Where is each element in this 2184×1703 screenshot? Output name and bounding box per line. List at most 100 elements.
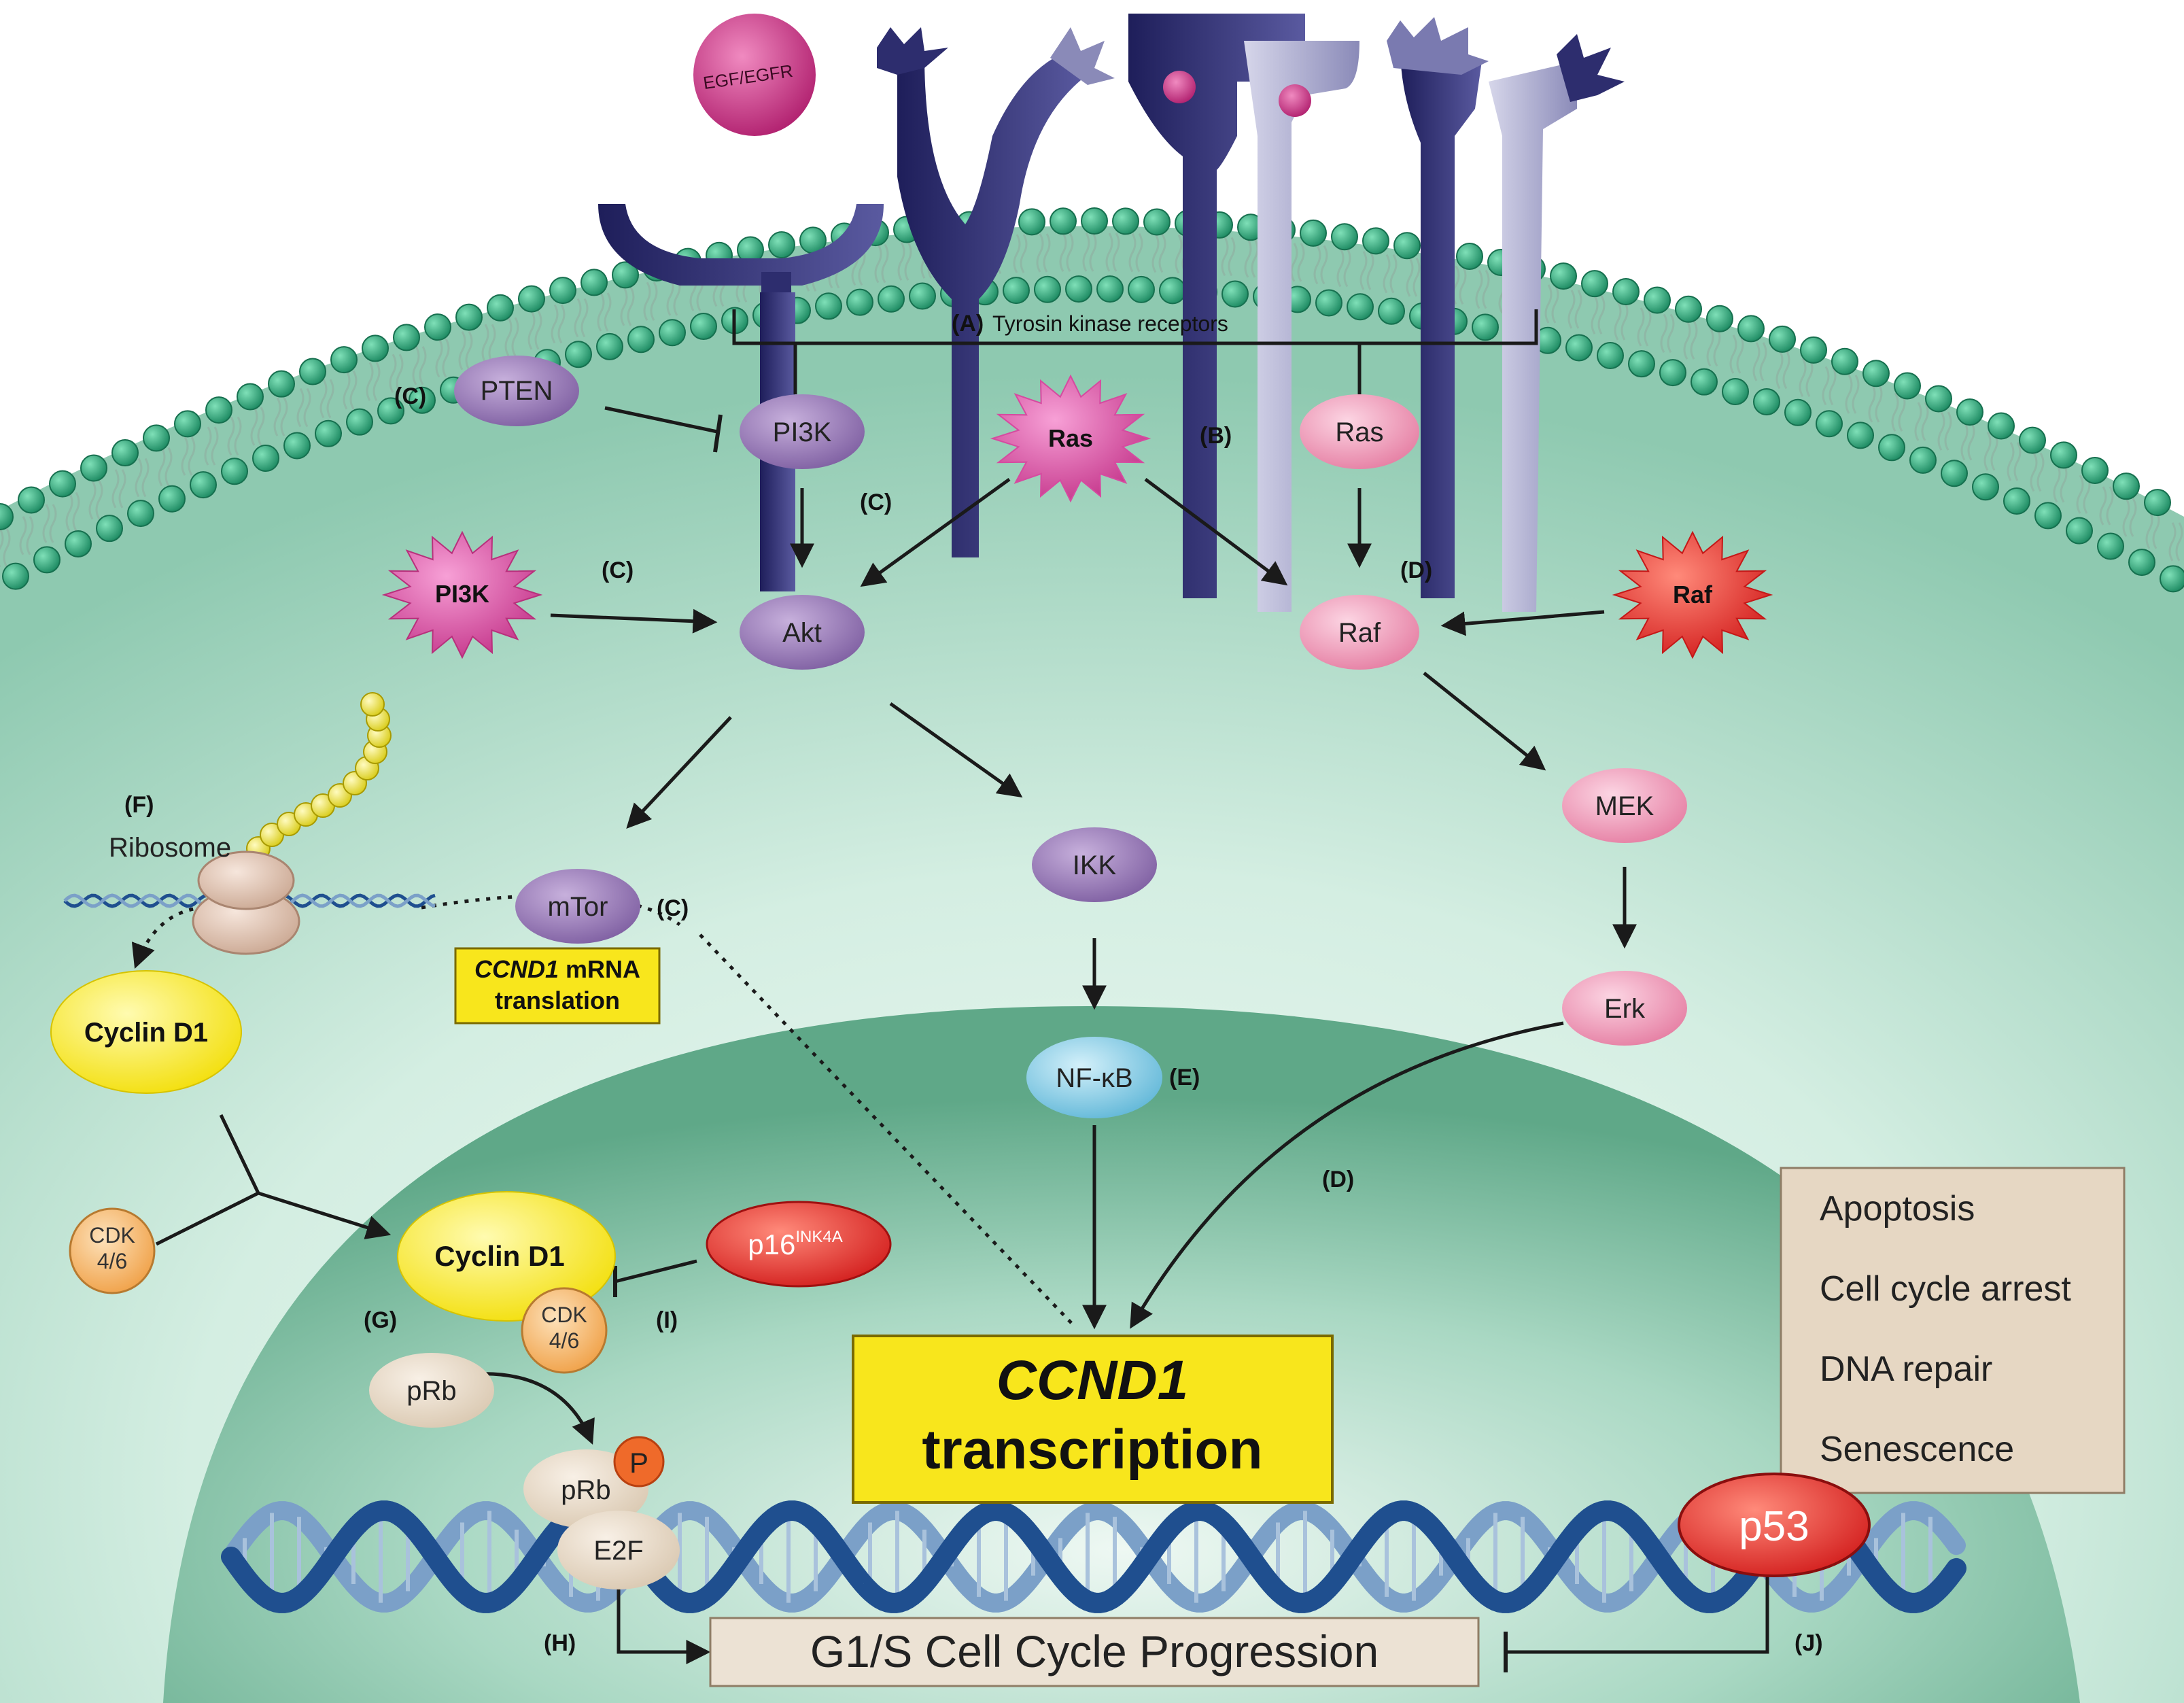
node-pi3k-activated: PI3K bbox=[381, 530, 543, 659]
svg-text:PTEN: PTEN bbox=[481, 376, 553, 406]
node-cdk-bound: CDK 4/6 bbox=[521, 1287, 608, 1374]
p16-inhibits-cyclin bbox=[614, 1259, 697, 1284]
node-e2f: E2F bbox=[557, 1511, 680, 1589]
node-raf: Raf bbox=[1300, 595, 1419, 670]
ribosome-to-mrna-link bbox=[421, 893, 681, 927]
label-a: (A) bbox=[952, 311, 984, 337]
label-c-pi3k: (C) bbox=[602, 557, 634, 583]
lipid-bilayer-membrane bbox=[0, 207, 2184, 593]
svg-text:P: P bbox=[629, 1447, 648, 1479]
ras-to-akt bbox=[860, 477, 1011, 587]
label-h: (H) bbox=[544, 1630, 576, 1656]
svg-text:Akt: Akt bbox=[782, 618, 822, 648]
svg-text:mTor: mTor bbox=[548, 892, 608, 922]
pathway-arrows bbox=[131, 406, 1769, 1672]
node-mek: MEK bbox=[1562, 768, 1687, 843]
svg-text:Ras: Ras bbox=[1335, 417, 1383, 447]
ligand-ball-1 bbox=[1163, 71, 1196, 103]
ras-to-raf bbox=[1144, 477, 1288, 586]
akt-to-ikk bbox=[889, 702, 1023, 798]
ribosome bbox=[63, 692, 436, 955]
svg-text:4/6: 4/6 bbox=[549, 1328, 579, 1353]
box-ccnd1-mrna-translation: CCND1 mRNA translation bbox=[454, 947, 661, 1025]
mrna-italic: CCND1 bbox=[474, 955, 559, 983]
label-g: (G) bbox=[364, 1307, 397, 1333]
raf-star-to-raf bbox=[1440, 610, 1605, 636]
node-nfkb: NF-κB bbox=[1026, 1037, 1162, 1118]
node-cyclin-d1-cytoplasm: Cyclin D1 bbox=[50, 970, 242, 1094]
p16-sup: INK4A bbox=[795, 1228, 842, 1246]
svg-text:pRb: pRb bbox=[561, 1475, 610, 1505]
p16-main: p16 bbox=[748, 1228, 795, 1260]
box-ccnd1-transcription: CCND1 transcription bbox=[852, 1335, 1334, 1504]
svg-text:PI3K: PI3K bbox=[773, 417, 832, 447]
label-j: (J) bbox=[1795, 1630, 1823, 1656]
raf-to-mek bbox=[1423, 672, 1546, 771]
phosphate-group: P bbox=[613, 1436, 665, 1487]
label-c-pten: (C) bbox=[394, 383, 426, 409]
svg-text:NF-κB: NF-κB bbox=[1056, 1063, 1132, 1093]
box-g1s-progression: G1/S Cell Cycle Progression bbox=[709, 1617, 1480, 1687]
akt-to-mtor bbox=[626, 716, 732, 829]
node-ras-activated: Ras bbox=[990, 374, 1151, 503]
node-prb: pRb bbox=[369, 1353, 494, 1428]
svg-text:IKK: IKK bbox=[1073, 850, 1117, 880]
ligand-ball-2 bbox=[1279, 84, 1311, 117]
cdk-joins-cyclin bbox=[155, 1191, 260, 1246]
pten-inhibits-pi3k bbox=[604, 406, 718, 434]
svg-text:CDK: CDK bbox=[89, 1223, 135, 1248]
node-mtor: mTor bbox=[515, 869, 640, 944]
outcome-cell-cycle-arrest: Cell cycle arrest bbox=[1820, 1269, 2071, 1309]
svg-text:Ras: Ras bbox=[1048, 424, 1093, 452]
svg-text:MEK: MEK bbox=[1595, 791, 1654, 821]
node-ikk: IKK bbox=[1032, 827, 1157, 902]
svg-text:CCND1 mRNA: CCND1 mRNA bbox=[474, 955, 640, 983]
label-f: (F) bbox=[124, 792, 154, 818]
svg-text:Raf: Raf bbox=[1673, 581, 1713, 608]
receptor-y-shaped bbox=[877, 27, 1115, 557]
ribosome-label: Ribosome bbox=[109, 833, 231, 863]
svg-text:pRb: pRb bbox=[406, 1376, 456, 1406]
svg-text:Cyclin D1: Cyclin D1 bbox=[84, 1018, 208, 1048]
svg-text:p16INK4A: p16INK4A bbox=[748, 1228, 842, 1260]
label-c-mtor: (C) bbox=[657, 895, 689, 921]
outcome-dna-repair: DNA repair bbox=[1820, 1349, 1992, 1389]
nascent-peptide-chain bbox=[232, 692, 392, 876]
node-p53: p53 bbox=[1678, 1473, 1871, 1577]
label-i: (I) bbox=[656, 1307, 678, 1333]
p53-inhibits-g1s bbox=[1506, 1564, 1769, 1654]
ribosome-to-cyclin bbox=[131, 906, 205, 969]
node-p16-ink4a: p16INK4A bbox=[706, 1201, 892, 1288]
svg-text:G1/S Cell Cycle Progression: G1/S Cell Cycle Progression bbox=[810, 1626, 1379, 1676]
label-e: (E) bbox=[1169, 1065, 1200, 1090]
mrna-translation-link bbox=[699, 933, 1075, 1327]
node-akt: Akt bbox=[740, 595, 865, 670]
label-d-nucleus: (D) bbox=[1322, 1167, 1354, 1192]
node-erk: Erk bbox=[1562, 971, 1687, 1046]
svg-text:Erk: Erk bbox=[1604, 994, 1646, 1024]
node-cdk-free: CDK 4/6 bbox=[69, 1207, 156, 1294]
svg-text:transcription: transcription bbox=[922, 1419, 1262, 1481]
pi3k-star-to-akt bbox=[550, 608, 718, 634]
receptor-bracket bbox=[732, 309, 1538, 394]
svg-text:p53: p53 bbox=[1739, 1503, 1809, 1550]
svg-text:CDK: CDK bbox=[541, 1303, 587, 1327]
receptor-pair-ligand bbox=[1128, 14, 1359, 612]
svg-text:translation: translation bbox=[495, 986, 620, 1014]
outcome-apoptosis: Apoptosis bbox=[1820, 1189, 1975, 1228]
svg-text:Cyclin D1: Cyclin D1 bbox=[434, 1240, 564, 1272]
node-pi3k: PI3K bbox=[740, 394, 865, 469]
node-pten: PTEN bbox=[454, 356, 579, 426]
svg-text:PI3K: PI3K bbox=[435, 580, 489, 608]
label-c-akt: (C) bbox=[860, 489, 892, 515]
mrna-rest: mRNA bbox=[559, 955, 640, 983]
svg-text:Raf: Raf bbox=[1338, 618, 1381, 648]
receptors-caption: Tyrosin kinase receptors bbox=[992, 311, 1228, 336]
node-ras: Ras bbox=[1300, 394, 1419, 469]
e2f-to-g1s bbox=[617, 1581, 711, 1664]
erk-to-transcription bbox=[1130, 1021, 1564, 1329]
svg-text:4/6: 4/6 bbox=[97, 1249, 127, 1273]
receptor-pair-spiky bbox=[1387, 17, 1625, 612]
svg-text:E2F: E2F bbox=[593, 1536, 643, 1566]
